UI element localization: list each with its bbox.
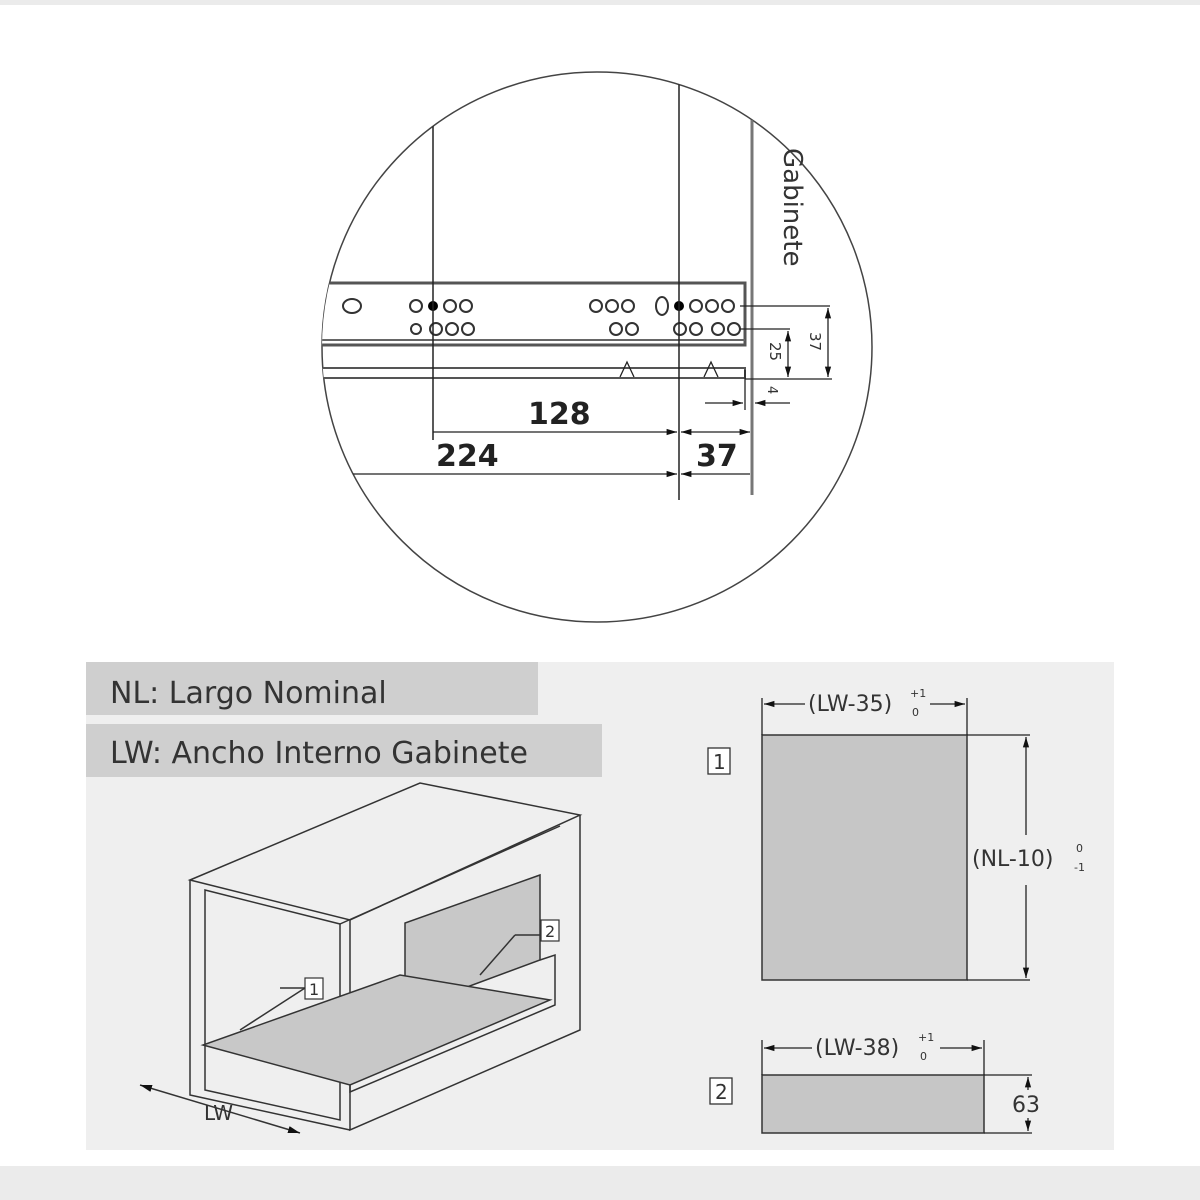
part-1-label: 1 — [713, 750, 726, 774]
part-1-tag-box — [304, 977, 324, 1000]
part-2-tag: 2 — [545, 922, 555, 941]
dim-37-bottom: 37 — [696, 439, 738, 474]
dim-128: 128 — [528, 397, 591, 432]
legend-nl: NL: Largo Nominal — [110, 676, 387, 711]
legend-lw-bg — [86, 724, 602, 777]
rail-detail-view: Gabinete 128 224 37 25 37 4 — [321, 71, 873, 623]
part-1-tag: 1 — [309, 980, 319, 999]
legend-lw: LW: Ancho Interno Gabinete — [110, 736, 528, 771]
part-2-height: 63 — [1012, 1093, 1040, 1118]
cabinet-label: Gabinete — [777, 148, 807, 266]
part-1-width-tol-lower: 0 — [912, 706, 919, 719]
rail-holes — [342, 296, 741, 336]
lw-label: LW — [204, 1101, 233, 1125]
part-2-width-tol-upper: +1 — [918, 1031, 934, 1044]
dim-4: 4 — [764, 386, 779, 394]
bottom-border — [0, 1166, 1200, 1200]
part-2-width-tol-lower: 0 — [920, 1050, 927, 1063]
top-border — [0, 0, 1200, 5]
part-1-length: (NL-10) — [972, 847, 1053, 872]
part-1-length-tol-upper: 0 — [1076, 842, 1083, 855]
part-2-width: (LW-38) — [815, 1036, 899, 1061]
part-2-tag-box — [540, 919, 560, 942]
detail-circle — [321, 71, 873, 623]
part-2-drawing: 2 (LW-38) +1 0 63 — [709, 1031, 1040, 1134]
dim-25: 25 — [766, 342, 784, 361]
cabinet-illustration — [139, 782, 583, 1134]
rail-body — [322, 281, 747, 347]
dim-37-side: 37 — [806, 332, 824, 351]
part-1-width: (LW-35) — [808, 692, 892, 717]
dim-224: 224 — [436, 439, 499, 474]
legend-nl-bg — [86, 662, 538, 715]
part-2-label: 2 — [715, 1080, 728, 1104]
part-1-length-tol-lower: -1 — [1074, 861, 1085, 874]
part-1-drawing: 1 (LW-35) +1 0 (NL-10) 0 -1 — [707, 687, 1085, 981]
part-1-width-tol-upper: +1 — [910, 687, 926, 700]
